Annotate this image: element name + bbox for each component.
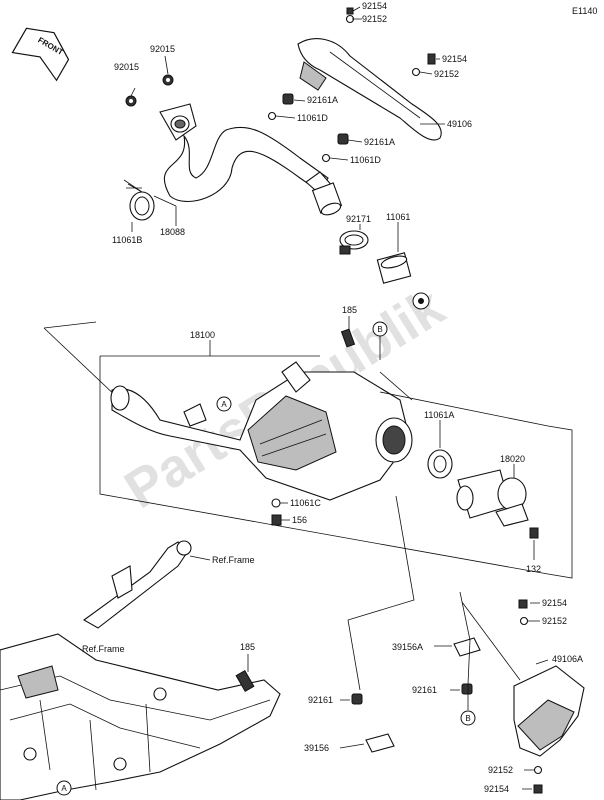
label-ref-frame-2: Ref.Frame [82, 644, 125, 654]
label-11061C: 11061C [290, 498, 321, 508]
callout-a-upper: A [216, 396, 232, 412]
frame-lower [0, 633, 281, 800]
label-92161-b: 92161 [412, 685, 437, 695]
label-39156A: 39156A [392, 642, 423, 652]
collar-11061D-a [267, 111, 277, 121]
bolt-185-a [340, 328, 356, 348]
nut-92015-a [125, 95, 137, 107]
label-92171: 92171 [346, 214, 371, 224]
label-11061B: 11061B [112, 235, 142, 245]
label-92015-a: 92015 [114, 62, 139, 72]
plate-39156A [453, 637, 481, 657]
label-18088: 18088 [160, 227, 185, 237]
gasket-11061A [427, 449, 453, 479]
label-18020: 18020 [500, 454, 525, 464]
label-92152-b1: 92152 [542, 616, 567, 626]
label-92161-a: 92161 [308, 695, 333, 705]
callout-a-lower-text: A [61, 784, 67, 793]
bolt-132 [529, 527, 539, 539]
callout-a-lower: A [56, 780, 72, 796]
callout-b-lower: B [460, 710, 476, 726]
label-156: 156 [292, 515, 307, 525]
spark-arrester-18020 [456, 469, 529, 527]
gasket-11061B [129, 191, 155, 221]
label-49106A: 49106A [552, 654, 583, 664]
washer-92152-b1 [519, 616, 529, 626]
label-92154-b2: 92154 [484, 784, 509, 794]
label-11061: 11061 [386, 212, 410, 222]
callout-b-lower-text: B [465, 714, 470, 723]
bolt-156 [271, 514, 282, 526]
label-92015-b: 92015 [150, 44, 175, 54]
label-39156: 39156 [304, 743, 329, 753]
callout-b-upper: B [372, 321, 388, 337]
bolt-92154-b1 [518, 599, 528, 609]
label-92161A-b: 92161A [364, 137, 395, 147]
label-92154-b1: 92154 [542, 598, 567, 608]
gear-icon [412, 292, 430, 310]
label-185-a: 185 [342, 305, 357, 315]
label-11061D-a: 11061D [297, 113, 328, 123]
cover-49106A [513, 665, 585, 757]
label-11061A: 11061A [424, 410, 454, 420]
washer-92152-right [411, 67, 421, 77]
muffler-18100 [110, 361, 413, 501]
collar-11061D-b [321, 153, 331, 163]
gasket-11061 [376, 252, 412, 284]
label-92154-top: 92154 [362, 1, 387, 11]
front-arrow-icon: FRONT [11, 27, 70, 82]
label-92161A-a: 92161A [307, 95, 338, 105]
nut-92015-b [162, 74, 174, 86]
callout-a-upper-text: A [221, 400, 227, 409]
label-ref-frame-1: Ref.Frame [212, 555, 255, 565]
bolt-185-b [235, 670, 255, 692]
label-49106: 49106 [447, 119, 472, 129]
label-18100: 18100 [190, 330, 215, 340]
label-92152-right: 92152 [434, 69, 459, 79]
label-92152-b2: 92152 [488, 765, 513, 775]
bolt-92154-b2 [533, 784, 543, 794]
grommet-92161-a [351, 693, 363, 705]
diagram-code: E1140 [572, 6, 597, 16]
label-132: 132 [526, 564, 541, 574]
washer-92152-b2 [533, 765, 543, 775]
ref-frame-bracket [82, 540, 192, 629]
label-92152-top: 92152 [362, 14, 387, 24]
clamp-92171 [339, 230, 369, 255]
leader-lines [123, 6, 549, 790]
grommet-92161-b [461, 683, 473, 695]
plate-39156 [365, 733, 395, 753]
label-92154-right: 92154 [442, 54, 467, 64]
bolt-92154-right [427, 53, 436, 65]
label-185-b: 185 [240, 642, 255, 652]
heat-shield-49106 [297, 38, 442, 141]
callout-b-upper-text: B [377, 325, 382, 334]
grommet-92161A-a [282, 93, 294, 105]
label-11061D-b: 11061D [350, 155, 381, 165]
bolt-92154-top [346, 7, 354, 15]
collar-11061C [271, 498, 281, 508]
grommet-92161A-b [337, 133, 349, 145]
exhaust-pipe-18088 [159, 103, 343, 216]
